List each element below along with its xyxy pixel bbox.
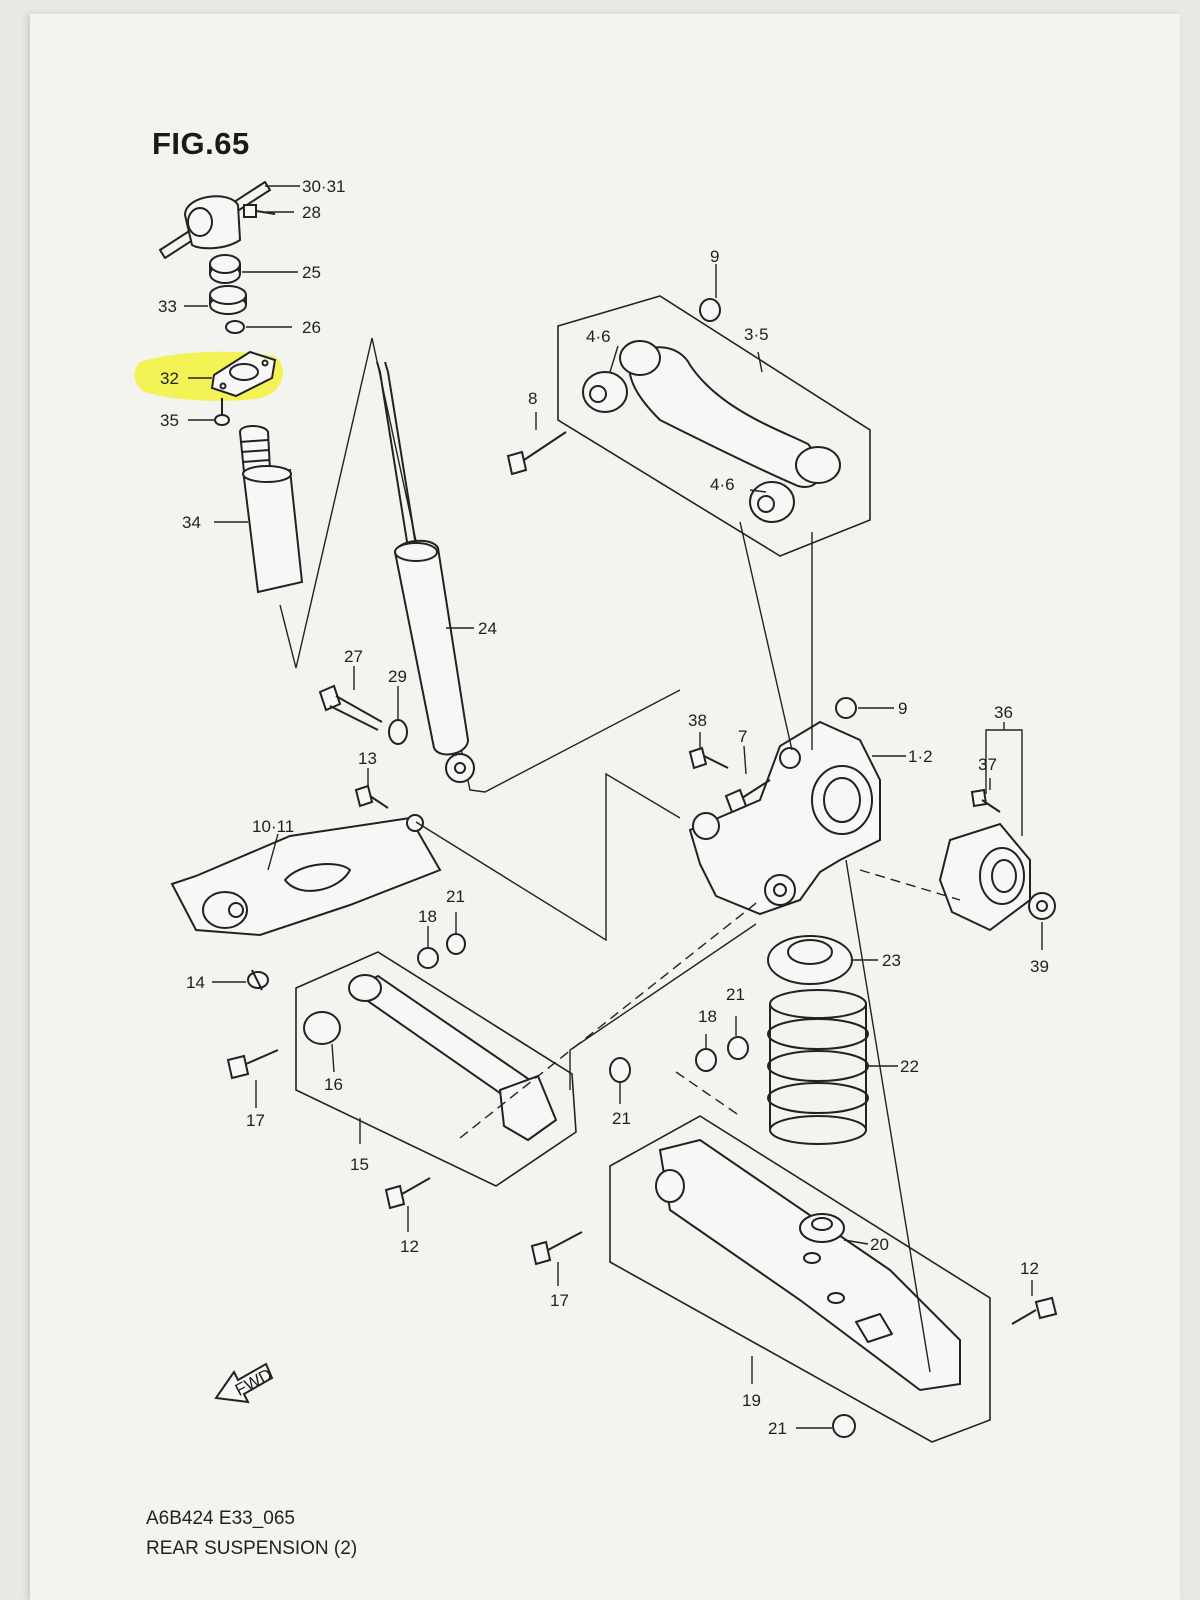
part-12-bolt-left bbox=[384, 1177, 431, 1210]
callout-12-right: 12 bbox=[1020, 1259, 1039, 1278]
part-14-bolt bbox=[247, 969, 269, 991]
group-box-19 bbox=[609, 1115, 991, 1443]
callout-9-knuckle: 9 bbox=[898, 699, 907, 718]
callout-27: 27 bbox=[344, 647, 363, 666]
callout-34: 34 bbox=[182, 513, 201, 532]
callout-labels: 30·31 28 25 33 26 32 35 34 24 27 29 13 1… bbox=[158, 177, 1049, 1438]
callout-21-bottom: 21 bbox=[768, 1419, 787, 1438]
part-19-lower-arm bbox=[655, 1138, 961, 1392]
part-32-plate bbox=[210, 350, 277, 398]
callout-20: 20 bbox=[870, 1235, 889, 1254]
callout-3-5: 3·5 bbox=[744, 325, 769, 344]
callout-21-right: 21 bbox=[726, 985, 745, 1004]
part-24-shock-absorber bbox=[376, 361, 475, 783]
callout-39: 39 bbox=[1030, 957, 1049, 976]
callout-36: 36 bbox=[994, 703, 1013, 722]
part-21-nut-right bbox=[727, 1036, 749, 1060]
part-27-bolt bbox=[318, 684, 383, 731]
part-35-bolt bbox=[214, 398, 230, 426]
callout-15: 15 bbox=[350, 1155, 369, 1174]
part-7-bolt bbox=[724, 779, 771, 814]
part-18-nut-left bbox=[417, 947, 439, 969]
callout-38: 38 bbox=[688, 711, 707, 730]
callout-1-2: 1·2 bbox=[908, 747, 933, 766]
part-37-hub-bolt bbox=[970, 788, 1001, 813]
callout-24: 24 bbox=[478, 619, 497, 638]
part-12-bolt-right bbox=[1011, 1296, 1058, 1325]
callout-16: 16 bbox=[324, 1075, 343, 1094]
callout-28: 28 bbox=[302, 203, 321, 222]
callout-25: 25 bbox=[302, 263, 321, 282]
callout-12-left: 12 bbox=[400, 1237, 419, 1256]
part-1-2-knuckle bbox=[688, 720, 881, 916]
callout-19: 19 bbox=[742, 1391, 761, 1410]
callout-32: 32 bbox=[160, 369, 179, 388]
leader-lines bbox=[184, 185, 1043, 1429]
callout-4-6-lower: 4·6 bbox=[710, 475, 735, 494]
part-38-bolt bbox=[688, 746, 729, 770]
figure-title: FIG.65 bbox=[152, 126, 250, 161]
callout-10-11: 10·11 bbox=[252, 817, 294, 836]
part-29-washer bbox=[388, 719, 408, 745]
callout-7: 7 bbox=[738, 727, 747, 746]
part-34-dust-boot bbox=[238, 425, 304, 594]
part-4-6-bushing-lower bbox=[749, 481, 795, 523]
part-3-5-upper-arm bbox=[619, 340, 841, 488]
part-33-washer bbox=[209, 285, 247, 315]
callout-35: 35 bbox=[160, 411, 179, 430]
group-box-3-5 bbox=[557, 295, 871, 557]
callout-26: 26 bbox=[302, 318, 321, 337]
part-25-nut bbox=[209, 254, 241, 284]
callout-21-left: 21 bbox=[446, 887, 465, 906]
callout-30-31: 30·31 bbox=[302, 177, 345, 196]
part-30-31-upper-mount bbox=[159, 181, 271, 259]
callout-22: 22 bbox=[900, 1057, 919, 1076]
callout-23: 23 bbox=[882, 951, 901, 970]
part-21-nut-center bbox=[609, 1057, 631, 1083]
part-26-bushing bbox=[225, 320, 245, 334]
part-22-coil-spring bbox=[767, 989, 869, 1145]
part-17-bolt-right bbox=[530, 1231, 583, 1266]
part-17-bolt-left bbox=[226, 1049, 279, 1080]
part-39-nut bbox=[1028, 892, 1056, 920]
part-10-11-lateral-arm bbox=[170, 814, 442, 937]
part-21-nut-left bbox=[446, 933, 466, 955]
callout-18-right: 18 bbox=[698, 1007, 717, 1026]
part-9-nut-top bbox=[699, 298, 721, 322]
part-36-hub-assembly bbox=[938, 822, 1031, 932]
callout-9-top: 9 bbox=[710, 247, 719, 266]
group-box-15 bbox=[295, 951, 577, 1187]
part-8-bolt bbox=[506, 431, 567, 476]
part-21-nut-bottom bbox=[832, 1414, 856, 1438]
callout-18-left: 18 bbox=[418, 907, 437, 926]
callout-17-left: 17 bbox=[246, 1111, 265, 1130]
callout-8: 8 bbox=[528, 389, 537, 408]
fwd-arrow-icon: FWD bbox=[214, 1362, 275, 1404]
part-18-nut-right bbox=[695, 1048, 717, 1072]
callout-4-6-upper: 4·6 bbox=[586, 327, 611, 346]
callout-21-center: 21 bbox=[612, 1109, 631, 1128]
callout-17-right: 17 bbox=[550, 1291, 569, 1310]
diagram-code: A6B424 E33_065 bbox=[146, 1508, 295, 1529]
callout-37: 37 bbox=[978, 755, 997, 774]
part-9-nut-knuckle bbox=[835, 697, 857, 719]
callout-13: 13 bbox=[358, 749, 377, 768]
part-28-bolt bbox=[243, 204, 276, 218]
diagram-name: REAR SUSPENSION (2) bbox=[146, 1538, 358, 1559]
part-4-6-bushing-upper bbox=[582, 371, 628, 413]
part-20-bump-stop bbox=[799, 1213, 845, 1243]
part-15-trailing-rod bbox=[303, 974, 558, 1142]
part-13-bolt bbox=[354, 784, 389, 809]
part-23-spring-seat bbox=[767, 935, 853, 985]
callout-29: 29 bbox=[388, 667, 407, 686]
callout-33: 33 bbox=[158, 297, 177, 316]
assembly-chain-lines bbox=[415, 521, 961, 1373]
callout-14: 14 bbox=[186, 973, 205, 992]
